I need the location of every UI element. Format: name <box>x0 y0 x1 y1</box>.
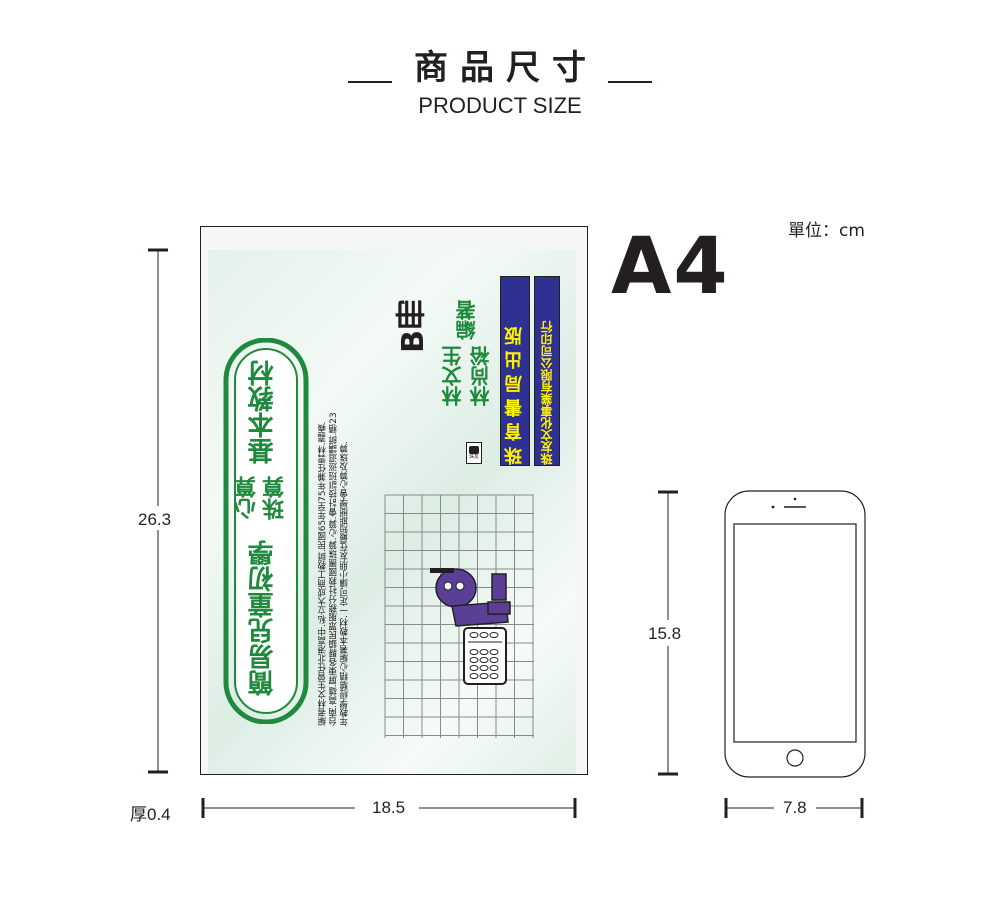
phone-width-dimension <box>724 797 864 819</box>
cover-author-1: 林文生 <box>441 346 465 406</box>
publisher-box-2: 珠友文化事業有限公司印行 <box>534 276 560 466</box>
publisher-name: 珠育書局出版 <box>504 321 525 465</box>
heading-right-rule <box>608 81 652 83</box>
cover-title-line2b: 珠算 <box>262 476 288 520</box>
logo-text: 珠友 <box>468 454 479 460</box>
book-width-label: 18.5 <box>372 798 406 817</box>
section-heading: 商品尺寸 PRODUCT SIZE <box>0 40 1000 119</box>
book-thickness-label: 厚0.4 <box>130 805 171 824</box>
heading-title-zh: 商品尺寸 <box>414 48 598 88</box>
publisher-logo-icon: 珠友 <box>466 442 482 464</box>
book-width-dimension <box>201 797 577 819</box>
cover-description-1: 編者林文生曾任北港高中.私立大成商工教師.民國65年至75年兼任雲林.嘉義. <box>318 421 328 726</box>
cover-author-2: 林尚裕 <box>469 346 493 406</box>
size-badge: A4 <box>611 222 730 312</box>
cover-title-frame <box>223 338 309 724</box>
book-height-label: 26.3 <box>138 510 172 530</box>
phone-outline-icon <box>724 490 866 778</box>
cover-title-line1: 簡易兒童初學 <box>248 540 278 696</box>
cover-author-role: 編著 <box>455 300 479 340</box>
heading-title-en: PRODUCT SIZE <box>418 93 582 118</box>
phone-width-label: 7.8 <box>783 798 807 817</box>
unit-label: 單位：cm <box>788 221 865 241</box>
cover-description-3: 年教學經驗精心編著本教材.一定可讓小朋友在最短期間學會心算及珠算. <box>340 441 350 726</box>
publisher-box-1: 珠育書局出版 <box>500 276 530 466</box>
cartoon-child-abacus-icon <box>430 568 511 685</box>
cover-title-line3: 基本教材 <box>248 360 278 464</box>
phone-height-dimension <box>652 490 684 776</box>
publisher-company: 珠友文化事業有限公司印行 <box>540 321 554 465</box>
cover-title-line2: 心算 <box>234 476 260 520</box>
cover-description-2: 台南.高雄.屏東各縣鎮民眾服務分社救國團珠算.心算.會計技訓班巡迴講師.積23 <box>329 412 339 726</box>
cover-volume: B冊 <box>396 300 431 353</box>
heading-left-rule <box>348 81 392 83</box>
phone-height-label: 15.8 <box>648 624 682 643</box>
